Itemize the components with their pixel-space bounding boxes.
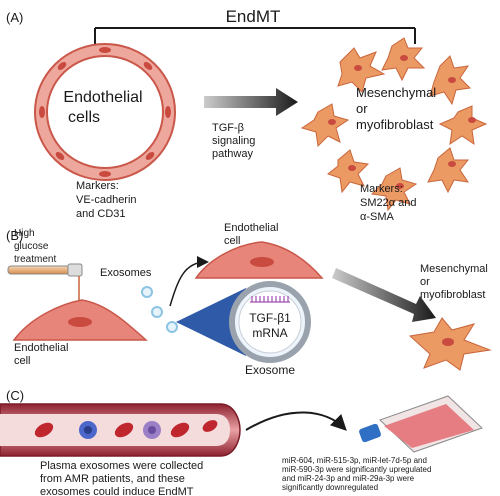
endothelial-cell-ring <box>34 43 176 181</box>
tgf-label-3: pathway <box>212 148 253 160</box>
glucose-pipette <box>7 263 83 304</box>
panel-a-label: (A) <box>6 10 23 25</box>
endothelial-cell-top <box>194 241 324 279</box>
markers-right-2: SM22α and <box>360 197 417 209</box>
mesenchymal-b-2: or <box>420 276 430 288</box>
endothelial-top-2: cell <box>224 235 241 247</box>
mesenchymal-cell-ring <box>300 37 488 212</box>
blood-vessel <box>0 403 241 457</box>
endothelial-bottom-1: Endothelial <box>14 342 68 354</box>
mir-text-4: significantly downregulated <box>282 483 378 492</box>
plasma-text-1: Plasma exosomes were collected <box>40 460 203 472</box>
endmt-title: EndMT <box>226 7 281 26</box>
tgf-mrna-label-2: mRNA <box>252 326 287 340</box>
markers-left-1: Markers: <box>76 180 119 192</box>
exosomes-label: Exosomes <box>100 267 152 279</box>
mesenchymal-nuclei <box>328 55 476 189</box>
endothelial-label-1: Endothelial <box>63 89 142 106</box>
panel-b-label: (B) <box>6 228 23 243</box>
endmt-bracket <box>94 27 416 44</box>
markers-left-2: VE-cadherin <box>76 194 137 206</box>
mir-text-2: miR-590-3p were significantly upregulate… <box>282 465 431 474</box>
glucose-label-3: treatment <box>14 254 56 265</box>
markers-left-3: and CD31 <box>76 208 126 220</box>
mesenchymal-label-1: Mesenchymal <box>356 85 436 100</box>
plasma-text-2: from AMR patients, and these <box>40 473 185 485</box>
markers-right-3: α-SMA <box>360 211 395 223</box>
exosome-detail <box>229 281 311 363</box>
mir-text-3: and miR-24-3p and miR-29a-3p were <box>282 474 415 483</box>
transition-arrow <box>332 268 436 322</box>
endothelial-top-1: Endothelial <box>224 222 278 234</box>
tgf-label-1: TGF-β <box>212 122 244 134</box>
glucose-label-1: High <box>14 228 35 239</box>
endothelial-cell-bottom <box>12 299 148 341</box>
tgf-label-2: signaling <box>212 135 255 147</box>
plasma-text-3: exosomes could induce EndMT <box>40 486 194 496</box>
tgf-arrow <box>204 88 298 116</box>
mesenchymal-label-3: myofibroblast <box>356 117 434 132</box>
endothelial-label-2: cells <box>68 109 100 126</box>
curved-arrow <box>169 256 209 307</box>
markers-right-1: Markers: <box>360 183 403 195</box>
panel-c-label: (C) <box>6 388 24 403</box>
mesenchymal-label-2: or <box>356 101 368 116</box>
tgf-mrna-label-1: TGF-β1 <box>249 311 291 325</box>
mesenchymal-cell-b <box>408 317 492 371</box>
mesenchymal-b-3: myofibroblast <box>420 289 485 301</box>
culture-flask <box>359 395 483 453</box>
mir-text-1: miR-604, miR-515-3p, miR-let-7d-5p and <box>282 456 427 465</box>
exosome-label: Exosome <box>245 363 295 377</box>
mesenchymal-b-1: Mesenchymal <box>420 263 488 275</box>
curved-arrow-c <box>245 411 347 431</box>
glucose-label-2: glucose <box>14 241 49 252</box>
zoom-cone <box>176 288 246 356</box>
exosome-vesicles <box>141 286 178 333</box>
endothelial-bottom-2: cell <box>14 355 31 367</box>
